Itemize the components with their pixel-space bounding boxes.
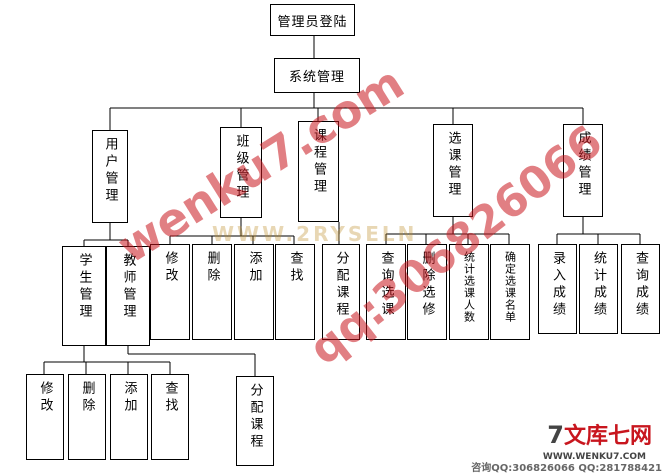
node-label: 统计选课人数 xyxy=(462,251,476,323)
node-teacher-assign-course: 分配课程 xyxy=(236,376,274,466)
node-label: 查询成绩 xyxy=(633,251,648,319)
node-class-add: 添加 xyxy=(234,244,274,340)
node-label: 分配课程 xyxy=(247,383,263,451)
logo-mark: 7 xyxy=(547,421,564,449)
node-elective-count: 统计选课人数 xyxy=(449,244,489,340)
node-label: 教师管理 xyxy=(120,253,136,321)
node-label: 添加 xyxy=(121,381,137,415)
node-label: 成绩管理 xyxy=(575,131,591,199)
node-course-assign-course: 分配课程 xyxy=(322,244,360,340)
node-label: 查找 xyxy=(162,381,178,415)
node-label: 删除选修 xyxy=(419,251,435,319)
logo-name: 文库七网 xyxy=(563,424,652,449)
node-student-delete: 删除 xyxy=(68,374,106,460)
node-label: 修改 xyxy=(162,251,178,285)
node-grade-management: 成绩管理 xyxy=(563,124,603,217)
node-label: 分配课程 xyxy=(333,251,349,319)
node-grade-query: 查询成绩 xyxy=(621,244,660,334)
node-label: 确定选课名单 xyxy=(503,251,517,323)
node-label: 删除 xyxy=(204,251,220,285)
node-student-management: 学生管理 xyxy=(62,246,106,346)
site-logo: 7文库七网 xyxy=(547,418,652,450)
node-grade-enter: 录入成绩 xyxy=(538,244,577,334)
node-elective-delete: 删除选修 xyxy=(407,244,447,340)
node-user-management: 用户管理 xyxy=(92,130,128,223)
node-class-management: 班级管理 xyxy=(220,127,262,218)
node-label: 课程管理 xyxy=(311,128,326,196)
node-label: 添加 xyxy=(246,251,262,285)
node-teacher-management: 教师管理 xyxy=(106,246,150,346)
node-label: 学生管理 xyxy=(76,253,92,321)
node-grade-stats: 统计成绩 xyxy=(579,244,618,334)
node-label: 用户管理 xyxy=(102,137,118,205)
node-label: 系统管理 xyxy=(288,70,345,85)
node-elective-confirm-list: 确定选课名单 xyxy=(490,244,530,340)
node-label: 查询选课 xyxy=(378,251,394,319)
node-elective-query: 查询选课 xyxy=(366,244,406,340)
node-label: 选课管理 xyxy=(445,131,461,199)
node-course-management: 课程管理 xyxy=(298,121,339,222)
logo-url: WWW.WENKU7.COM xyxy=(542,452,646,462)
node-class-find: 查找 xyxy=(275,244,315,340)
node-label: 查找 xyxy=(287,251,303,285)
node-student-add: 添加 xyxy=(110,374,148,460)
node-system-management: 系统管理 xyxy=(274,58,360,93)
node-label: 修改 xyxy=(37,381,53,415)
node-admin-login: 管理员登陆 xyxy=(270,4,355,36)
node-label: 统计成绩 xyxy=(591,251,606,319)
contact-info: 咨询QQ:306826066 QQ:281788421 xyxy=(471,463,662,474)
node-class-delete: 删除 xyxy=(192,244,232,340)
node-label: 班级管理 xyxy=(233,134,249,202)
node-label: 录入成绩 xyxy=(550,251,565,319)
node-student-find: 查找 xyxy=(151,374,189,460)
node-label: 删除 xyxy=(79,381,95,415)
node-elective-management: 选课管理 xyxy=(433,124,473,217)
node-class-modify: 修改 xyxy=(150,244,190,340)
node-student-modify: 修改 xyxy=(26,374,64,460)
node-label: 管理员登陆 xyxy=(277,14,348,30)
